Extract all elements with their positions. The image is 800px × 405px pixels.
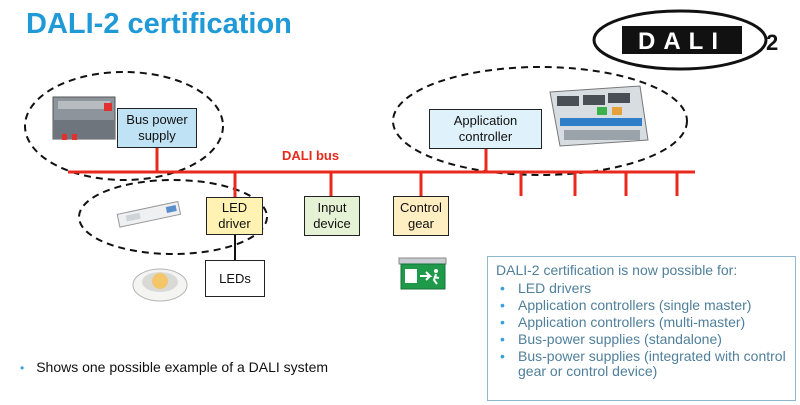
group-ellipse-controller — [392, 66, 688, 176]
info-heading: DALI-2 certification is now possible for… — [496, 262, 738, 278]
box-label-line: driver — [218, 216, 251, 231]
group-ellipse-driver — [78, 179, 268, 255]
box-label-line: LED — [221, 200, 248, 215]
exit-sign-picture — [398, 257, 447, 290]
group-ellipse-power — [24, 71, 224, 181]
box-label-line: device — [313, 216, 351, 231]
certification-info-panel: DALI-2 certification is now possible for… — [487, 256, 796, 401]
led-driver-picture — [116, 200, 182, 228]
bullet-icon: • — [20, 361, 25, 375]
info-item-text: Application controllers (multi-master) — [518, 314, 746, 330]
footnote-text: Shows one possible example of a DALI sys… — [36, 359, 329, 375]
box-label-line: controller — [458, 129, 513, 144]
info-list-item: •Bus-power supplies (integrated with con… — [500, 348, 786, 379]
logo-superscript: 2 — [766, 30, 778, 55]
dali-bus-label: DALI bus — [282, 148, 340, 163]
box-label-line: supply — [138, 128, 176, 143]
bus-power-supply-box: Bus power supply — [117, 108, 197, 148]
dali-bus-line — [68, 147, 695, 200]
info-list-item: •Application controllers (multi-master) — [500, 314, 746, 330]
power-supply-picture — [52, 96, 116, 140]
logo-letters: DALI — [638, 28, 726, 55]
page-title: DALI-2 certification — [26, 8, 292, 40]
control-gear-box: Control gear — [393, 196, 449, 236]
led-module-picture — [132, 268, 188, 302]
leds-box: LEDs — [205, 260, 265, 297]
info-list-item: •LED drivers — [500, 280, 592, 296]
application-controller-box: Application controller — [429, 109, 542, 149]
info-list: •LED drivers •Application controllers (s… — [496, 281, 787, 379]
box-label-line: Control — [400, 200, 442, 215]
info-item-text: LED drivers — [518, 280, 592, 296]
info-list-item: •Application controllers (single master) — [500, 297, 752, 313]
box-label-line: gear — [407, 216, 434, 231]
box-label-line: Application — [453, 113, 518, 128]
led-driver-box: LED driver — [206, 197, 263, 235]
info-item-text: Bus-power supplies (standalone) — [518, 331, 722, 347]
input-device-box: Input device — [304, 196, 360, 236]
info-list-item: •Bus-power supplies (standalone) — [500, 331, 722, 347]
box-label-line: Input — [317, 200, 347, 215]
info-item-text: Application controllers (single master) — [518, 297, 752, 313]
logo-text: DALI — [638, 28, 726, 55]
box-label-line: Bus power — [126, 112, 188, 127]
box-label-line: LEDs — [219, 270, 251, 286]
footnote: • Shows one possible example of a DALI sy… — [20, 359, 328, 375]
info-item-text: Bus-power supplies (integrated with cont… — [518, 348, 786, 379]
controller-picture — [549, 85, 649, 147]
dali-2-logo: DALI 2 — [592, 9, 778, 71]
